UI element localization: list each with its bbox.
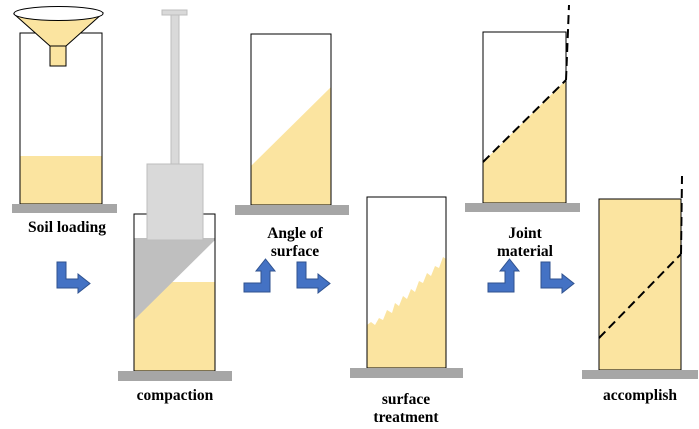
label-joint-material: Joint material bbox=[470, 225, 580, 261]
elbow-arrow-icon bbox=[487, 258, 520, 293]
label-line: surface bbox=[381, 391, 431, 408]
compaction-rammer-icon bbox=[146, 9, 204, 241]
label-compaction: compaction bbox=[136, 387, 214, 404]
step-soil-loading bbox=[12, 6, 117, 213]
step-angle-of-surface bbox=[235, 33, 349, 215]
base-plate bbox=[12, 204, 117, 213]
soil-fill bbox=[251, 87, 331, 205]
joint-line-diagonal bbox=[598, 253, 682, 339]
elbow-arrow-icon bbox=[296, 261, 331, 294]
compaction-wedge bbox=[134, 238, 215, 320]
elbow-arrow-icon bbox=[540, 261, 575, 294]
step-surface-treatment bbox=[350, 196, 463, 378]
joint-line-diagonal bbox=[482, 79, 567, 163]
label-accomplish: accomplish bbox=[602, 387, 678, 404]
step-joint-material bbox=[465, 4, 580, 212]
label-surface-treatment: surface treatment bbox=[350, 391, 462, 427]
funnel-icon bbox=[12, 6, 105, 67]
label-line: surface bbox=[270, 243, 320, 260]
label-soil-loading: Soil loading bbox=[28, 219, 106, 236]
base-plate bbox=[118, 371, 232, 381]
label-line: Joint bbox=[508, 225, 542, 242]
base-plate bbox=[582, 370, 698, 379]
soil-fill bbox=[599, 199, 681, 370]
step-accomplish bbox=[582, 175, 698, 379]
base-plate bbox=[235, 205, 349, 215]
soil-fill bbox=[367, 257, 446, 368]
label-line: treatment bbox=[373, 409, 439, 426]
label-line: Angle of bbox=[267, 225, 323, 242]
label-angle-of-surface: Angle of surface bbox=[240, 225, 350, 261]
base-plate bbox=[465, 203, 580, 212]
base-plate bbox=[350, 368, 463, 378]
soil-fill bbox=[483, 80, 566, 203]
step-compaction bbox=[118, 9, 232, 381]
joint-line-vertical bbox=[565, 4, 570, 81]
elbow-arrow-icon bbox=[56, 261, 91, 294]
elbow-arrow-icon bbox=[243, 258, 276, 293]
label-line: material bbox=[497, 243, 553, 260]
soil-fill bbox=[20, 156, 102, 204]
